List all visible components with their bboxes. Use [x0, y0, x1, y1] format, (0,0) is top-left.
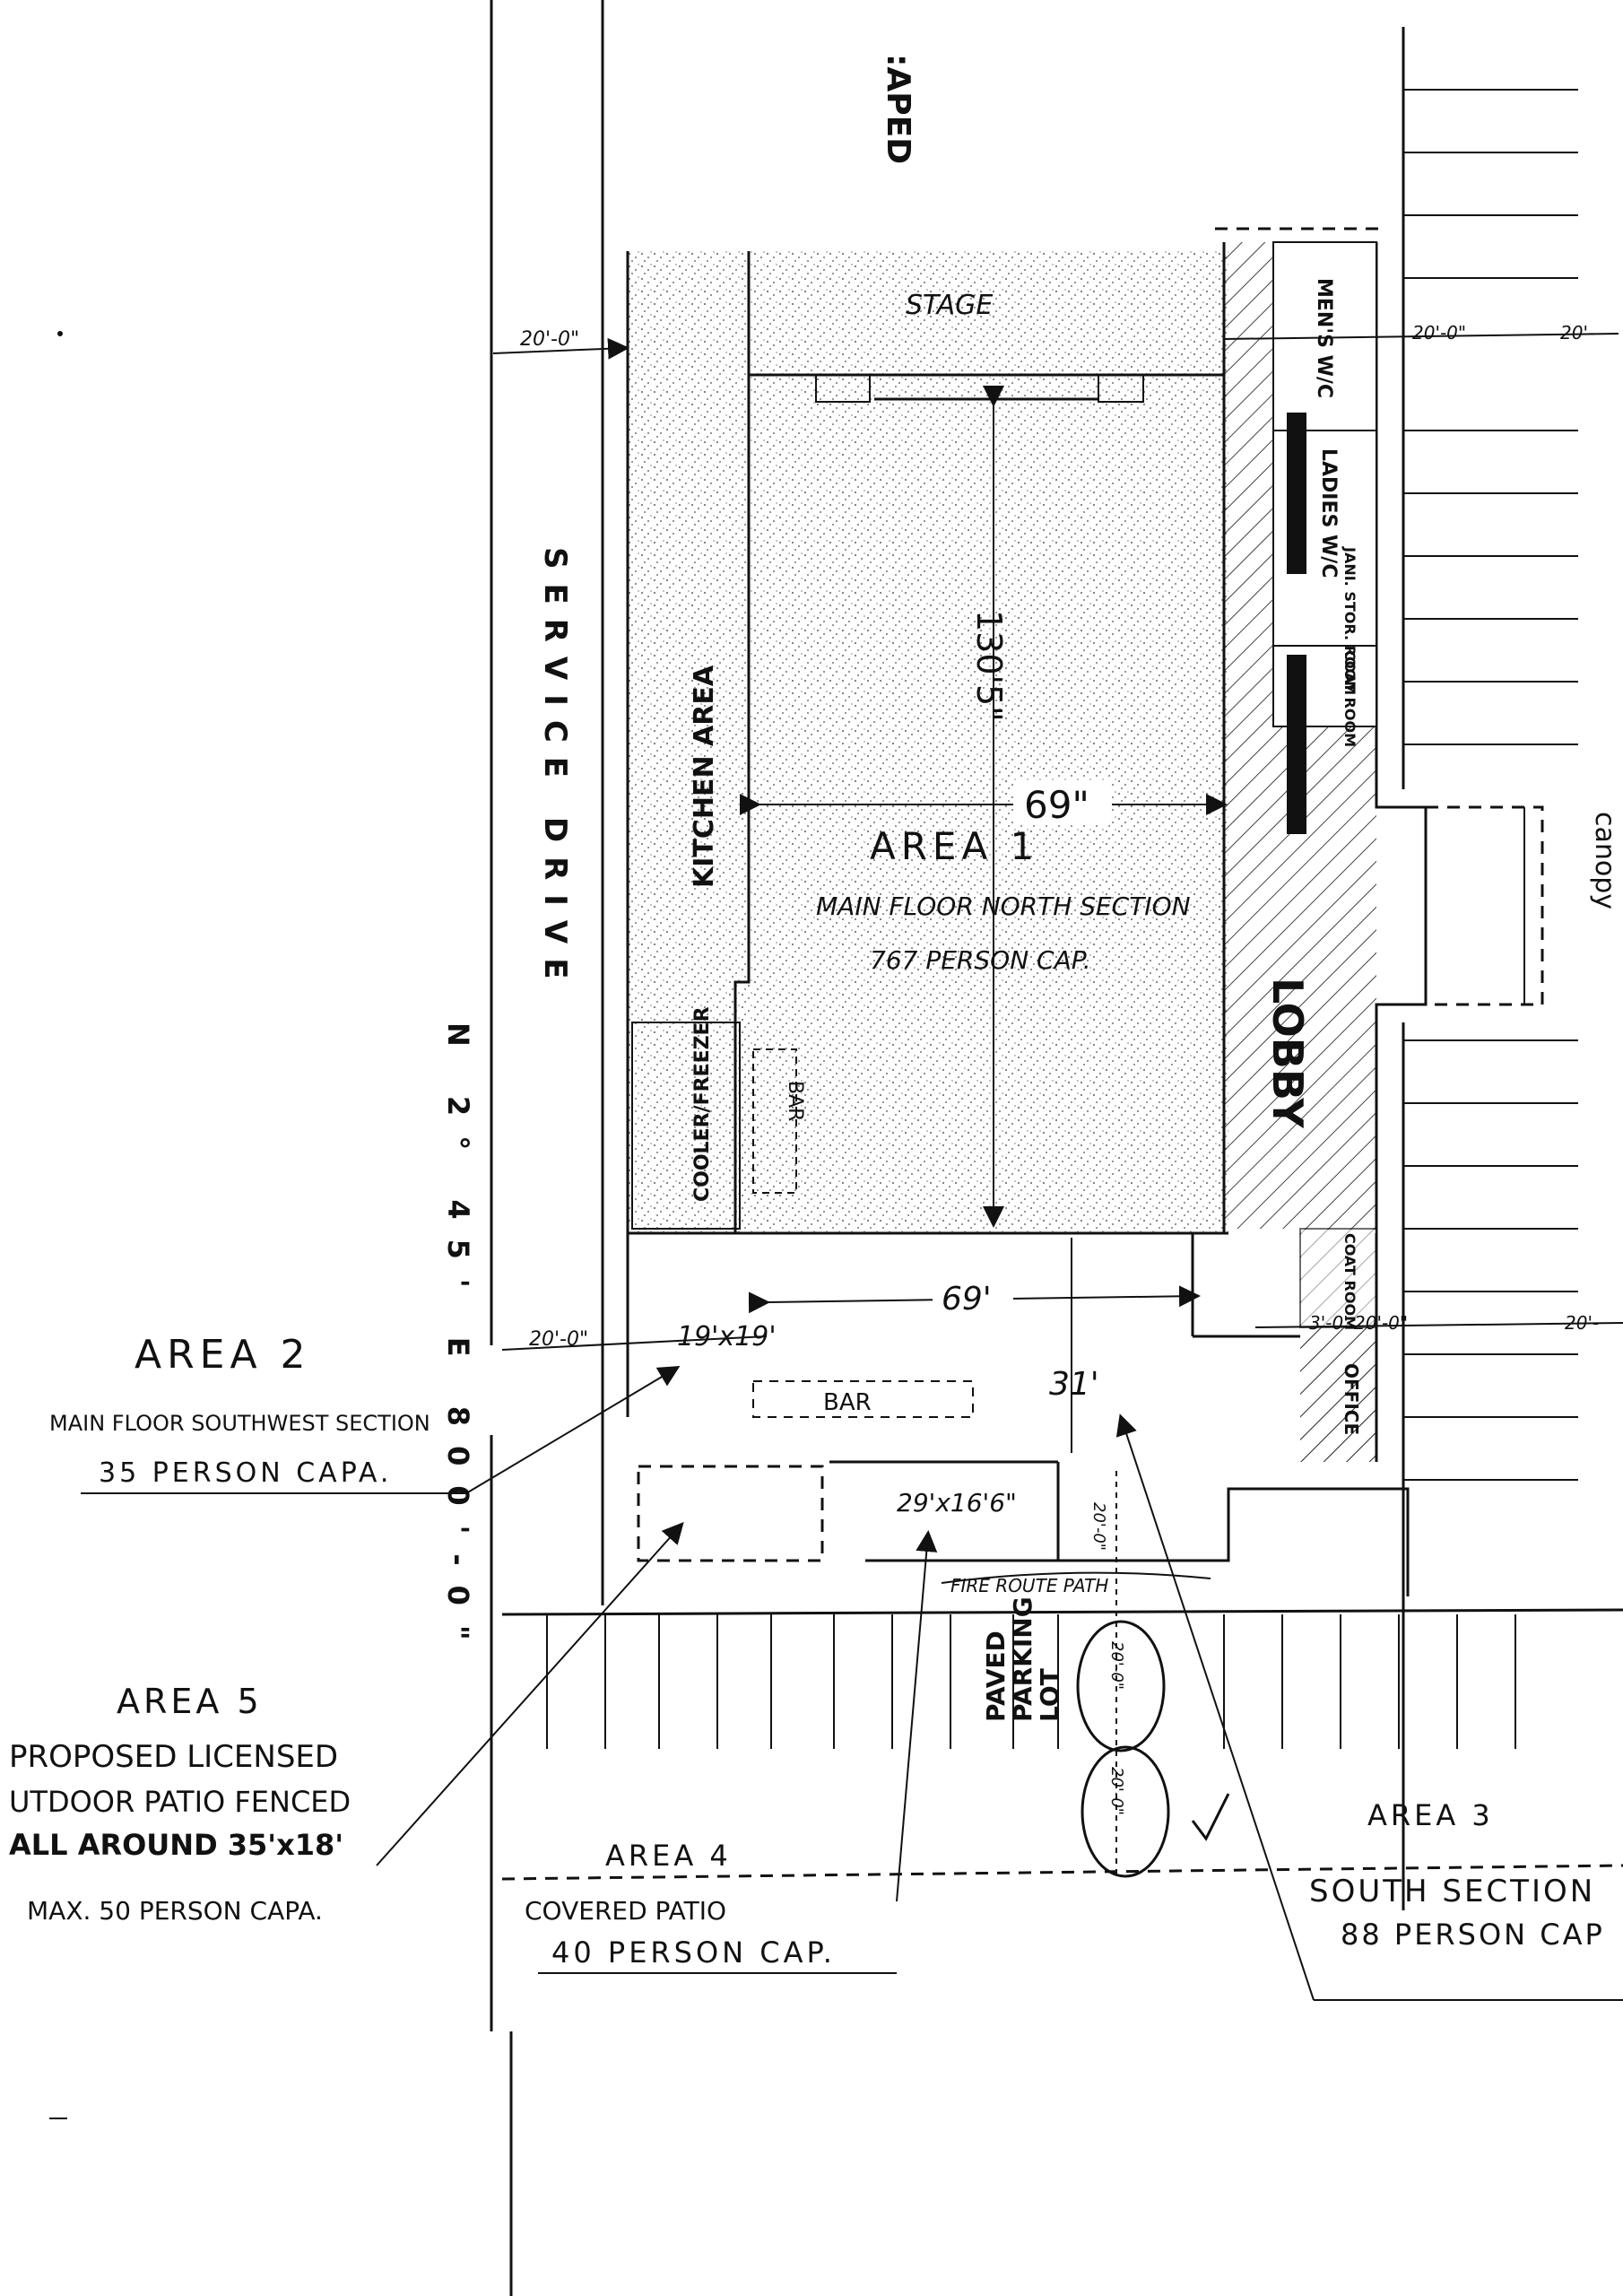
- area4-cap: 40 PERSON CAP.: [551, 1935, 836, 1970]
- stray-mark-1: [57, 331, 63, 336]
- building-south: [626, 1228, 1410, 1596]
- parking-south-edge: [501, 1864, 1623, 1881]
- right-bottom-dim-1: 3'-0' 20'-0": [1309, 1312, 1408, 1334]
- setback-bottom-dim: 20'-0": [529, 1328, 588, 1351]
- canopy-label: canopy: [1589, 812, 1620, 909]
- area5-patio-fence: [637, 1465, 824, 1562]
- parking-label-2: PARKING: [1008, 1596, 1037, 1722]
- kitchen-label: KITCHEN AREA: [689, 665, 720, 888]
- bearing-label: N 2° 45' E 800'-0": [441, 1022, 475, 1660]
- parking-dim-1: 20'-0": [1089, 1502, 1108, 1551]
- lobby-label: LOBBY: [1263, 978, 1312, 1128]
- setback-top-dim: 20'-0": [520, 328, 579, 351]
- parking-dim-2: 20'-0": [1107, 1641, 1126, 1690]
- area5-title: AREA 5: [117, 1682, 263, 1721]
- north-bar-label: BAR: [784, 1081, 806, 1121]
- right-bottom-dim-2: 20'-: [1565, 1312, 1599, 1334]
- lobby-east-wall: [1375, 242, 1428, 1233]
- ladies-label: LADIES W/C: [1317, 448, 1340, 578]
- area3-title: AREA 3: [1367, 1798, 1494, 1832]
- cooler-room: [631, 1022, 741, 1230]
- top-road-label: :APED: [880, 54, 916, 164]
- coat-room-2: [1299, 1228, 1377, 1328]
- area1-length-dim: 130'5": [969, 610, 1009, 722]
- right-top-dim-1: 20'-0": [1412, 322, 1466, 344]
- area5-line2: UTDOOR PATIO FENCED: [9, 1785, 351, 1819]
- area2-desc: MAIN FLOOR SOUTHWEST SECTION: [49, 1411, 430, 1436]
- janitor-label: JANI. STOR. ROOM: [1341, 546, 1358, 695]
- area5-cap: MAX. 50 PERSON CAPA.: [27, 1896, 323, 1926]
- area5-line3: ALL AROUND 35'x18': [9, 1828, 343, 1862]
- east-parking-stalls: [1402, 27, 1578, 1910]
- area5-line1: PROPOSED LICENSED: [9, 1739, 338, 1775]
- area1-fill: [628, 251, 1228, 1233]
- setback-top-line: [492, 337, 629, 360]
- area4-title: AREA 4: [605, 1839, 732, 1873]
- south-parking-lot: [501, 1471, 1623, 1881]
- office-label: OFFICE: [1341, 1363, 1362, 1435]
- right-top-dim-line: [1223, 333, 1619, 340]
- area3-cap: 88 PERSON CAP: [1341, 1918, 1605, 1952]
- cooler-label: COOLER/FREEZER: [691, 1006, 714, 1202]
- tree-2: [1081, 1745, 1170, 1878]
- area2-leader: [465, 1365, 681, 1494]
- area1-width-bg: [1013, 780, 1112, 825]
- coat-room-2-label: COAT ROOM: [1341, 1233, 1358, 1330]
- area1-title: AREA 1: [870, 824, 1039, 868]
- parking-dim-3: 20'-0": [1107, 1767, 1126, 1815]
- area3-leader: [1115, 1413, 1315, 2001]
- parking-label-1: PAVED: [981, 1631, 1011, 1722]
- area4-leader: [896, 1530, 938, 1902]
- south-bar-label: BAR: [823, 1389, 872, 1416]
- south-bar-counter: [752, 1380, 974, 1418]
- area4-size-dim: 29'x16'6": [897, 1488, 1017, 1518]
- coat-partition: [1287, 655, 1306, 834]
- area2-title: AREA 2: [135, 1332, 311, 1378]
- right-top-dim-2: 20'-: [1560, 322, 1594, 344]
- north-bar-counter: [752, 1048, 797, 1194]
- stage-steps-right: [1098, 374, 1144, 403]
- parking-north-edge: [501, 1608, 1623, 1616]
- area2-cap: 35 PERSON CAPA.: [99, 1457, 392, 1489]
- service-drive-label: SERVICE DRIVE: [537, 547, 573, 993]
- tree-1: [1076, 1620, 1166, 1752]
- check-mark: [1191, 1793, 1230, 1841]
- area5-leader: [376, 1522, 684, 1866]
- area2-width-bg: [933, 1274, 1013, 1314]
- canopy-outline: [1426, 805, 1544, 1006]
- fire-route-label: FIRE ROUTE PATH: [950, 1575, 1108, 1596]
- area3-desc: SOUTH SECTION: [1309, 1874, 1595, 1909]
- area1-cap: 767 PERSON CAP.: [870, 945, 1091, 975]
- coat-label: COAT ROOM: [1341, 650, 1358, 747]
- stage-steps-left: [815, 374, 871, 403]
- right-bottom-dim-line: [1254, 1322, 1623, 1328]
- area1-desc: MAIN FLOOR NORTH SECTION: [816, 891, 1191, 921]
- south-depth-dim: 31': [1049, 1366, 1099, 1403]
- service-drive: [490, 0, 604, 2296]
- east-stall-lines: [1403, 89, 1578, 1481]
- ladies-partition: [1287, 413, 1306, 574]
- south-east-outline: [1056, 1462, 1410, 1596]
- area1-width-dim: 69": [1024, 783, 1089, 827]
- area4-desc: COVERED PATIO: [525, 1896, 726, 1926]
- parking-label-3: LOT: [1035, 1668, 1064, 1722]
- area2-width-dim: 69': [942, 1281, 992, 1318]
- kitchen-wall: [733, 251, 751, 1233]
- fire-route-curve: [941, 1571, 1211, 1584]
- area2-size-dim: 19'x19': [677, 1321, 777, 1352]
- stage-label: STAGE: [906, 290, 993, 321]
- setback-bottom-line: [501, 1335, 768, 1351]
